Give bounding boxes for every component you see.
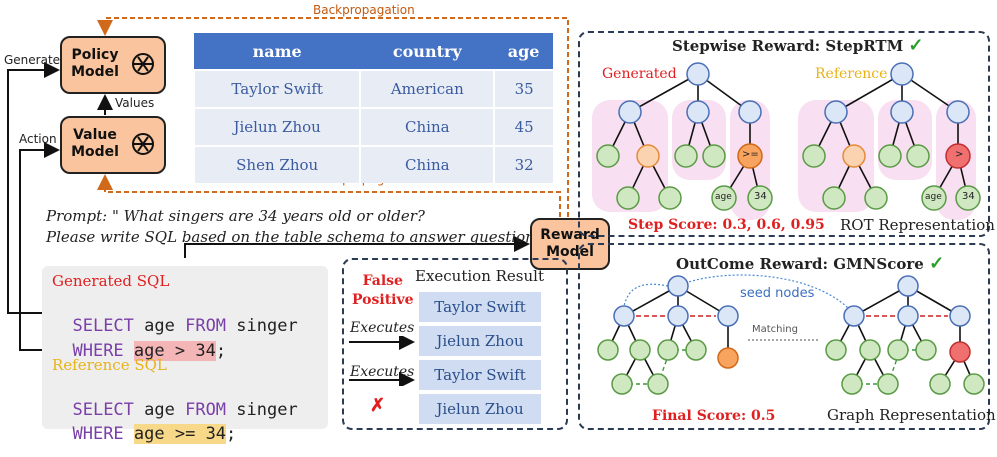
prompt-line-1: Prompt: " What singers are 34 years old … bbox=[46, 207, 425, 225]
executes-label-1: Executes bbox=[350, 320, 415, 336]
result-cell: Taylor Swift bbox=[419, 292, 541, 322]
sql-text: age bbox=[133, 316, 186, 336]
table-cell: 35 bbox=[493, 69, 553, 108]
stepwise-trees bbox=[592, 62, 981, 220]
reference-sql-line-1: SELECT age FROM singer bbox=[52, 380, 298, 420]
openai-icon bbox=[132, 133, 154, 155]
result-cell: Jielun Zhou bbox=[419, 394, 541, 424]
prompt-line-2: Please write SQL based on the table sche… bbox=[46, 228, 547, 246]
outcome-title: OutCome Reward: GMNScore ✓ bbox=[676, 253, 944, 274]
reference-sql-line-2: WHERE age >= 34; bbox=[52, 404, 236, 444]
action-label: Action bbox=[19, 132, 57, 146]
gt-operator: > bbox=[955, 149, 964, 160]
outcome-title-text: OutCome Reward: GMNScore bbox=[676, 255, 924, 273]
generated-tag: Generated bbox=[602, 66, 677, 82]
table-header: country bbox=[360, 33, 495, 70]
table-cell: 45 bbox=[493, 107, 553, 146]
table-row: Taylor Swift American 35 bbox=[192, 69, 553, 108]
check-icon: ✓ bbox=[929, 253, 945, 274]
sql-keyword: SELECT bbox=[72, 316, 134, 336]
execution-panel bbox=[342, 258, 568, 430]
execution-result-title: Execution Result bbox=[415, 267, 544, 285]
generate-label: Generate bbox=[4, 53, 61, 67]
final-score: Final Score: 0.5 bbox=[652, 408, 776, 424]
table-header: name bbox=[194, 33, 361, 70]
table-cell: China bbox=[359, 145, 495, 183]
table-cell: Taylor Swift bbox=[192, 69, 361, 108]
generated-sql-label: Generated SQL bbox=[52, 272, 170, 290]
executes-arrows bbox=[349, 336, 415, 386]
ge-operator: >= bbox=[742, 149, 759, 160]
generated-sql-line-1: SELECT age FROM singer bbox=[52, 296, 298, 336]
sql-condition: age > 34 bbox=[133, 341, 216, 361]
matching-label: Matching bbox=[752, 324, 798, 335]
table-row: Jielun Zhou China 45 bbox=[192, 107, 553, 146]
table-header-row: name country age bbox=[194, 33, 553, 70]
cross-icon: ✗ bbox=[370, 395, 386, 416]
policy-model-box: Policy Model bbox=[60, 36, 166, 94]
table-cell: China bbox=[359, 107, 495, 146]
false-label: False bbox=[362, 273, 403, 289]
seed-nodes-label: seed nodes bbox=[740, 286, 815, 301]
graph-representation-label: Graph Representation bbox=[827, 406, 996, 424]
reference-sql-label: Reference SQL bbox=[52, 356, 167, 374]
sql-text: singer bbox=[226, 316, 298, 336]
stepwise-title-text: Stepwise Reward: StepRTM bbox=[672, 37, 904, 55]
age-node-label: age bbox=[925, 192, 942, 202]
executes-label-2: Executes bbox=[350, 364, 415, 380]
result-cell: Jielun Zhou bbox=[419, 326, 541, 356]
singer-table: name country age Taylor Swift American 3… bbox=[192, 33, 553, 183]
stepwise-panel bbox=[578, 31, 990, 237]
sql-keyword: FROM bbox=[185, 316, 227, 336]
age-node-label: age bbox=[715, 192, 732, 202]
value-model-box: Value Model bbox=[60, 116, 166, 174]
sql-keyword: FROM bbox=[185, 400, 227, 420]
value-model-label: Value Model bbox=[71, 127, 119, 160]
table-cell: Jielun Zhou bbox=[192, 107, 361, 146]
sql-keyword: WHERE bbox=[72, 341, 124, 361]
result-cell: Taylor Swift bbox=[419, 360, 541, 390]
sql-keyword: WHERE bbox=[72, 424, 124, 444]
table-cell: American bbox=[359, 69, 495, 108]
false-positive-label: False Positive bbox=[352, 272, 414, 310]
sql-text: ; bbox=[215, 341, 227, 361]
table-header: age bbox=[494, 33, 553, 70]
outcome-graphs bbox=[597, 274, 985, 395]
reference-tag: Reference bbox=[815, 66, 888, 82]
backprop-top-label: Backpropagation bbox=[313, 3, 415, 17]
check-icon: ✓ bbox=[908, 35, 924, 56]
stepwise-title: Stepwise Reward: StepRTM ✓ bbox=[672, 35, 924, 56]
sql-text: ; bbox=[226, 424, 237, 444]
sql-text: singer bbox=[226, 400, 298, 420]
openai-icon bbox=[132, 53, 154, 75]
num-node-label: 34 bbox=[962, 191, 975, 202]
policy-model-label: Policy Model bbox=[71, 47, 119, 80]
positive-label: Positive bbox=[352, 292, 414, 308]
outcome-panel bbox=[578, 243, 990, 430]
num-node-label: 34 bbox=[754, 191, 767, 202]
sql-text: age bbox=[133, 400, 186, 420]
sql-condition: age >= 34 bbox=[133, 424, 227, 444]
table-cell: Shen Zhou bbox=[192, 145, 361, 183]
rot-representation-label: ROT Representation bbox=[840, 216, 995, 234]
table-row: Shen Zhou China 32 bbox=[192, 145, 553, 183]
sql-keyword: SELECT bbox=[72, 400, 134, 420]
step-score: Step Score: 0.3, 0.6, 0.95 bbox=[628, 217, 825, 233]
values-label: Values bbox=[115, 96, 155, 110]
table-cell: 32 bbox=[493, 145, 553, 183]
generated-sql-line-2: WHERE age > 34; bbox=[52, 321, 226, 361]
